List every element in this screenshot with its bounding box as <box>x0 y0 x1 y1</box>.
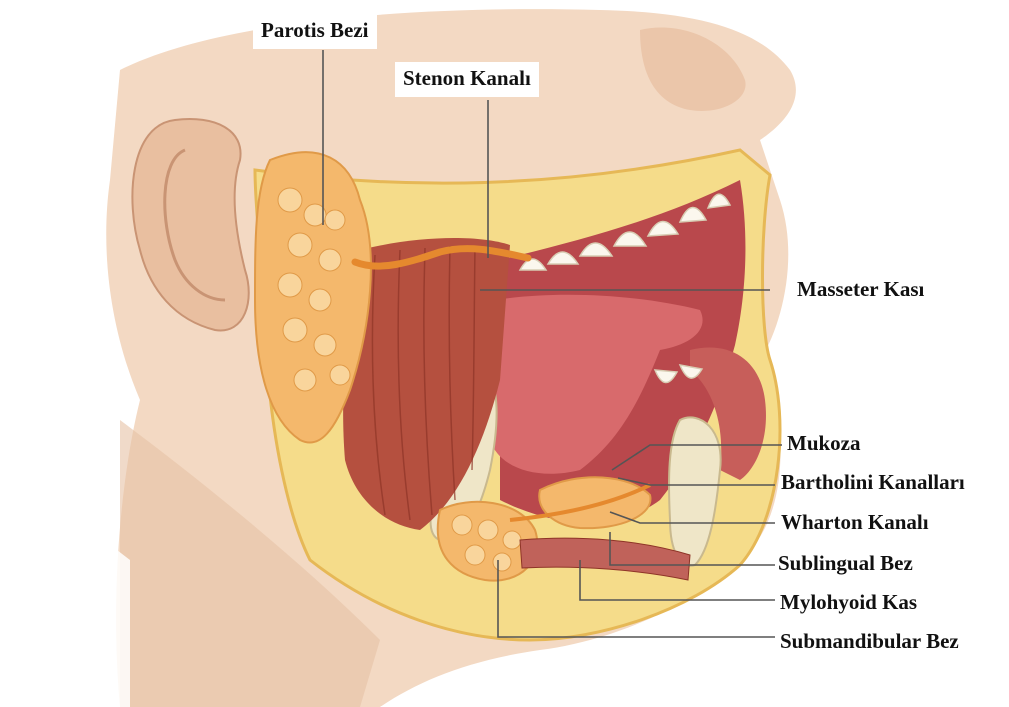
label-masseter-kasi: Masseter Kası <box>797 279 924 300</box>
label-mylohyoid-kas: Mylohyoid Kas <box>780 592 917 613</box>
label-submandibular-bez: Submandibular Bez <box>780 631 959 652</box>
label-stenon-kanali: Stenon Kanalı <box>395 62 539 97</box>
label-sublingual-bez: Sublingual Bez <box>778 553 913 574</box>
label-parotis-bezi: Parotis Bezi <box>253 14 377 49</box>
background-fade <box>0 460 130 707</box>
label-bartholini-kanallari: Bartholini Kanalları <box>781 472 965 493</box>
label-wharton-kanali: Wharton Kanalı <box>781 512 929 533</box>
label-mukoza: Mukoza <box>787 433 861 454</box>
